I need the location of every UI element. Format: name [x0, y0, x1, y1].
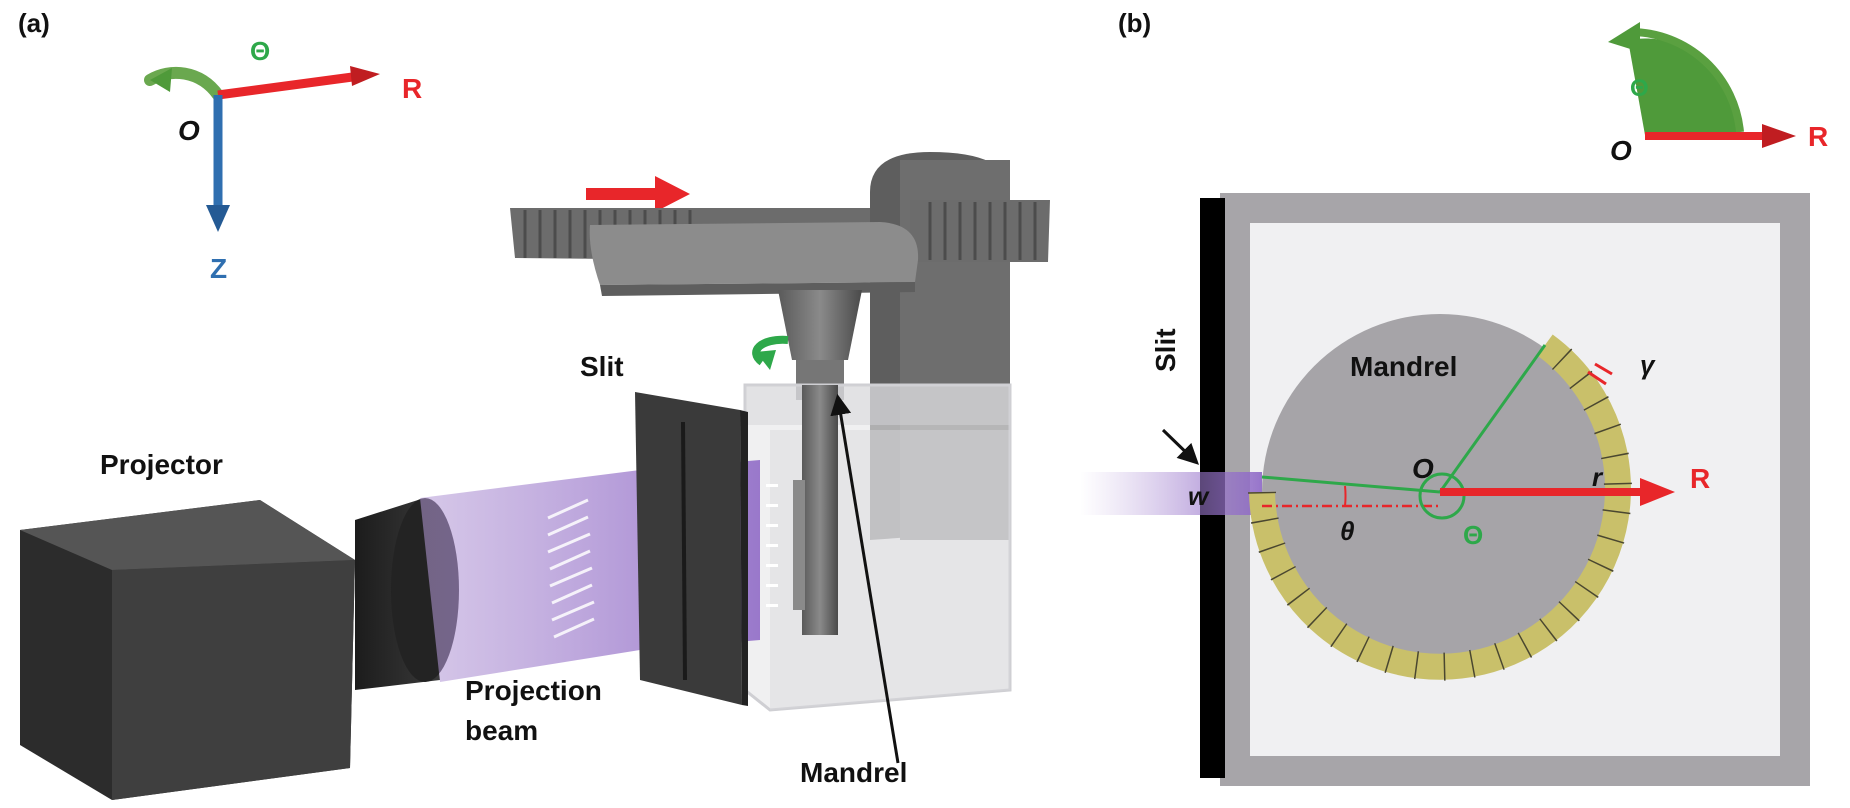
axis-r-label-a: R [402, 73, 422, 104]
projected-dashes [766, 484, 778, 607]
axis-theta-label-b: Θ [1630, 75, 1649, 102]
slit-opening [681, 421, 687, 681]
theta-arc-b [1631, 28, 1744, 133]
axes-b-icon [1608, 22, 1796, 148]
panel-a: (a) Θ R O Z [18, 8, 1050, 800]
resin-vat [743, 383, 1012, 712]
mandrel-coating [793, 480, 805, 610]
w-label: w [1188, 481, 1210, 511]
panel-b-label: (b) [1118, 8, 1151, 38]
axis-origin-label-a: O [178, 115, 200, 146]
projector-label: Projector [100, 449, 223, 480]
slit-plate [635, 392, 748, 706]
slit-plate-body [635, 392, 742, 705]
projector [20, 498, 459, 800]
gamma-marker [1587, 370, 1607, 386]
projector-top [20, 500, 355, 570]
radius-line-lower [1261, 475, 1441, 494]
r-small-label: r [1592, 462, 1604, 492]
vat-top [745, 385, 1010, 425]
theta-arrowhead-b [1608, 22, 1640, 52]
theta-sector-b [1628, 38, 1740, 135]
r-arrowhead-main-b [1640, 478, 1675, 506]
z-arrowhead-a [206, 205, 230, 232]
gamma-marker-2 [1594, 362, 1613, 376]
mandrel-label-b: Mandrel [1350, 351, 1457, 382]
slit-label-a: Slit [580, 351, 624, 382]
gantry-arm [589, 222, 919, 285]
mandrel-label-a: Mandrel [800, 757, 907, 788]
mandrel-pointer-a [830, 393, 900, 764]
projector-front [112, 560, 355, 800]
r-arrowhead-a [350, 66, 380, 86]
axis-origin-label-b: O [1610, 135, 1632, 166]
theta-arrowhead-a [150, 68, 172, 92]
mandrel-rod [802, 385, 838, 635]
translation-arrow [586, 176, 690, 212]
axes-a-icon [144, 66, 380, 232]
spindle-cone [778, 290, 862, 360]
panel-b: (b) Θ R O [1080, 8, 1828, 786]
panel-a-label: (a) [18, 8, 50, 38]
mandrel-rotation-arrow [752, 335, 789, 366]
theta-big-label: Θ [1463, 520, 1483, 550]
origin-label-b: O [1412, 453, 1434, 484]
r-label-b: R [1690, 463, 1710, 494]
radius-line-upper [1438, 344, 1547, 493]
beam-pattern [547, 498, 595, 639]
axis-r-label-b: R [1808, 121, 1828, 152]
axis-z-label-a: Z [210, 253, 227, 284]
slit-label-b: Slit [1150, 328, 1181, 372]
mandrel-rotation-arrowhead [756, 350, 776, 370]
theta-small-arc [1344, 485, 1347, 507]
projection-beam-label-line2: beam [465, 715, 538, 746]
gamma-label: γ [1640, 350, 1656, 380]
slit-plate-edge [740, 410, 748, 706]
theta-small-label: θ [1340, 516, 1355, 546]
coating-segments [1248, 333, 1632, 681]
slit-pointer-b [1161, 428, 1200, 465]
axis-theta-label-a: Θ [250, 36, 270, 66]
projection-beam-label-line1: Projection [465, 675, 602, 706]
r-axis-a [217, 71, 361, 100]
beam-b [1080, 472, 1262, 515]
r-arrowhead-b [1762, 124, 1796, 148]
